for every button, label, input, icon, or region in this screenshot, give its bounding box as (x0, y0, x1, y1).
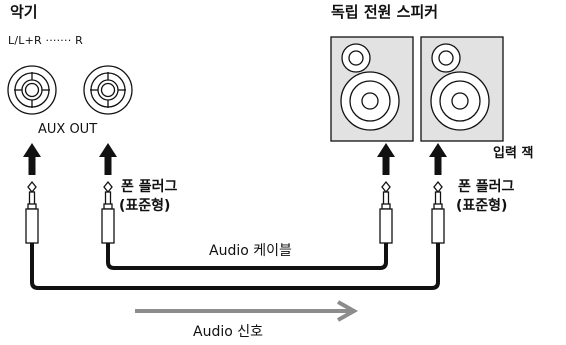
audio-cable-label: Audio 케이블 (209, 243, 292, 259)
speaker-right (420, 36, 504, 142)
arrow-up-icon (377, 143, 395, 175)
phone-plug-icon (101, 180, 115, 244)
phone-plug-right-type-label: (표준형) (456, 198, 508, 214)
lr-channel-label: L/L+R ······· R (8, 34, 83, 47)
speakers-label: 독립 전원 스피커 (331, 3, 439, 21)
phone-plug-right-label: 폰 플러그 (458, 179, 515, 195)
input-jack-label: 입력 잭 (493, 146, 534, 161)
speaker-left (330, 36, 414, 142)
aux-out-label: AUX OUT (38, 122, 98, 137)
audio-cables (30, 242, 440, 290)
phone-plug-left-label: 폰 플러그 (121, 179, 178, 195)
cable-outer (30, 242, 440, 290)
arrow-up-icon (429, 143, 447, 175)
phone-plug-icon (379, 180, 393, 244)
insert-arrows (23, 143, 447, 175)
phone-plug-left-type-label: (표준형) (119, 198, 171, 214)
instrument-label: 악기 (10, 3, 38, 21)
signal-arrow-icon (135, 300, 359, 322)
arrow-up-icon (99, 143, 117, 175)
audio-signal-label: Audio 신호 (193, 324, 264, 340)
arrow-up-icon (23, 143, 41, 175)
aux-jack-left (7, 65, 57, 115)
phone-plug-icon (25, 180, 39, 244)
phone-plug-icon (431, 180, 445, 244)
aux-jack-right (83, 65, 133, 115)
cable-inner (106, 242, 388, 270)
